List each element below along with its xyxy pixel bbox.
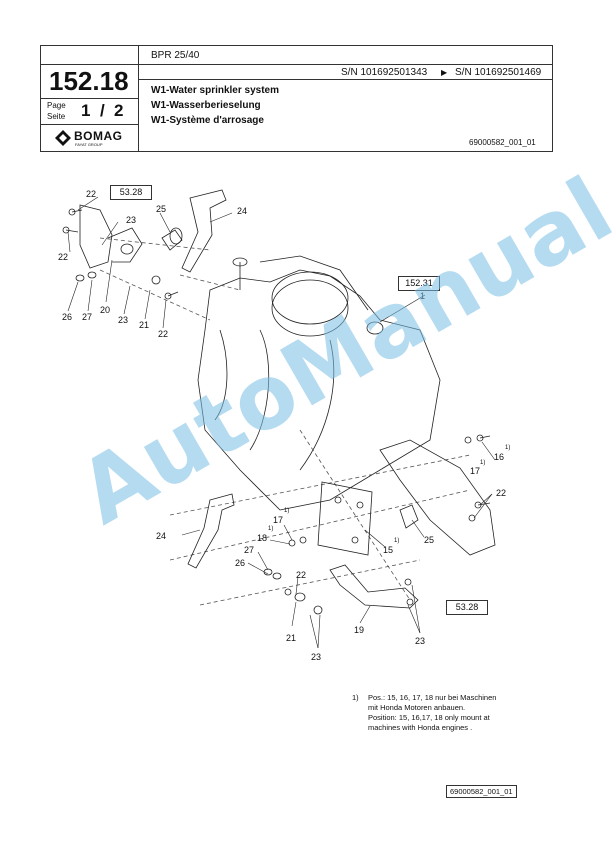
right-bracket: [379, 439, 496, 556]
bomag-logo: BOMAG FAYAT GROUP: [55, 129, 135, 149]
footnote-line: Position: 15, 16,17, 18 only mount at: [368, 713, 490, 722]
serial-to: S/N 101692501469: [455, 67, 542, 78]
part-label: 18: [257, 533, 268, 543]
part-label: 25: [156, 204, 167, 214]
ref-box-top-left: 53.28: [110, 185, 152, 200]
model-name: BPR 25/40: [151, 50, 200, 61]
part-label: 23: [311, 652, 322, 662]
logo-text: BOMAG: [74, 129, 123, 143]
part-label: 22: [58, 252, 69, 262]
part-label: 22: [158, 329, 169, 339]
water-tank: [197, 269, 441, 511]
footer-drawing-id: 69000582_001_01: [446, 785, 517, 798]
part-label: 16: [494, 452, 505, 462]
bracket-19: [329, 564, 419, 609]
part-label: 27: [82, 312, 93, 322]
part-label: 21: [139, 320, 150, 330]
footnote-marker: 1): [352, 693, 359, 702]
logo-diamond-icon: [55, 130, 71, 146]
page-label-de: Seite: [47, 112, 66, 121]
part-label: 15: [383, 545, 394, 555]
title-de: W1-Wasserberieselung: [151, 100, 261, 111]
title-en: W1-Water sprinkler system: [151, 85, 280, 96]
part-label: 23: [415, 636, 426, 646]
part-label: 22: [296, 570, 307, 580]
footnote-line: machines with Honda engines .: [368, 723, 473, 732]
serial-from: S/N 101692501343: [341, 67, 428, 78]
page-total: 2: [114, 101, 124, 120]
footnote-line: mit Honda Motoren anbauen.: [368, 703, 466, 712]
drawing-id: 69000582_001_01: [469, 138, 536, 147]
part-label: 23: [126, 215, 137, 225]
page-separator: /: [100, 101, 105, 120]
part-label: 22: [496, 488, 507, 498]
footnote-ref: 1): [268, 526, 274, 532]
bolts: [62, 208, 491, 615]
bracket-plate: [79, 204, 113, 269]
serial-arrow: ▶: [441, 68, 448, 77]
rubber-buffer-bottom: [399, 504, 419, 529]
ref-box-bottom-right: 53.28: [446, 600, 488, 615]
footnote-ref: 1): [480, 460, 486, 466]
part-label: 19: [354, 625, 365, 635]
page-number: 152.18: [49, 66, 129, 96]
footnote-line: Pos.: 15, 16, 17, 18 nur bei Maschinen: [368, 693, 497, 702]
part-label: 26: [235, 558, 246, 568]
logo-subtext: FAYAT GROUP: [75, 142, 103, 147]
part-label: 1: [420, 291, 426, 301]
page-label-en: Page: [47, 101, 66, 110]
part-label: 24: [156, 531, 167, 541]
latch-top: [181, 189, 227, 273]
title-fr: W1-Système d'arrosage: [151, 115, 264, 126]
mounting-plate: [317, 481, 373, 556]
part-label: 26: [62, 312, 73, 322]
page-current: 1: [81, 101, 91, 120]
footnote-ref: 1): [284, 508, 290, 514]
part-label: 27: [244, 545, 255, 555]
part-label: 23: [118, 315, 129, 325]
part-label: 25: [424, 535, 435, 545]
part-label: 21: [286, 633, 297, 643]
ref-box-tank: 152.31: [398, 276, 440, 291]
footnote-ref: 1): [394, 538, 400, 544]
part-label: 22: [86, 189, 97, 199]
footnote-ref: 1): [505, 445, 511, 451]
part-label: 17: [273, 515, 284, 525]
part-label: 24: [237, 206, 248, 216]
latch-bottom: [187, 493, 235, 569]
part-label: 20: [100, 305, 111, 315]
header-table: BPR 25/40 152.18 Page Seite 1 / 2 S/N 10…: [40, 45, 553, 152]
part-label: 17: [470, 466, 481, 476]
